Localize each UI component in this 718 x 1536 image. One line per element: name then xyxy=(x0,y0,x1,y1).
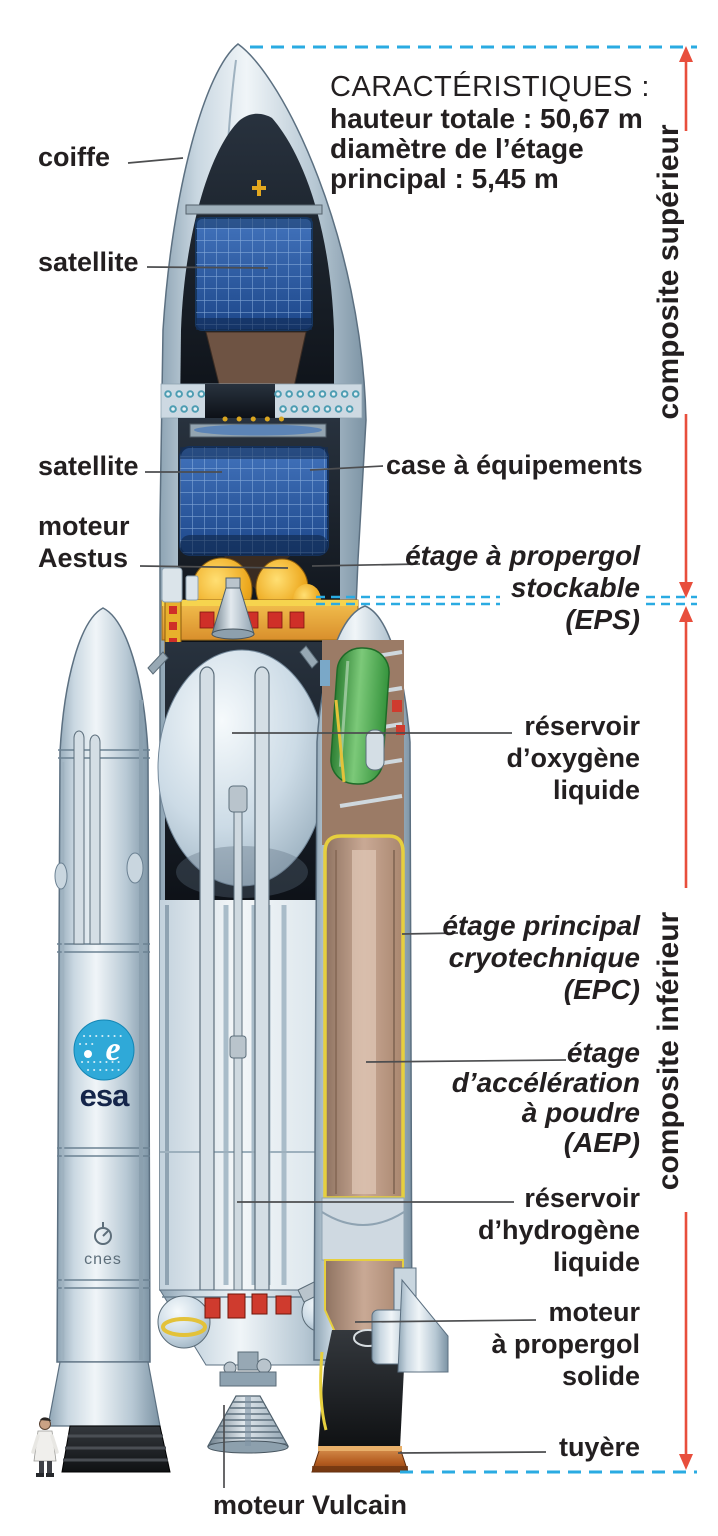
leader-eps xyxy=(311,563,421,567)
leader-lines xyxy=(127,157,567,1488)
satellite-2-illustration xyxy=(179,446,329,556)
label-aep-line-3: à poudre xyxy=(521,1097,640,1128)
label-reservoir-oxygene: réservoir d’oxygène liquide xyxy=(506,710,640,806)
label-moteur-aestus-line-2: Aestus xyxy=(38,543,129,573)
equipment-bay-ring xyxy=(160,383,363,419)
leader-aestus xyxy=(139,565,289,569)
label-eps: étage à propergol stockable (EPS) xyxy=(405,540,640,636)
leader-epc xyxy=(401,932,459,935)
esa-logo: e esa xyxy=(73,1019,135,1113)
leader-solide xyxy=(354,1319,537,1323)
separation-lines xyxy=(250,45,697,1474)
label-eps-line-1: étage à propergol xyxy=(405,540,640,571)
label-solide-line-1: moteur xyxy=(548,1297,640,1327)
label-hydrogene-line-2: d’hydrogène xyxy=(477,1215,640,1245)
fairing-cutaway xyxy=(180,113,334,416)
thrust-frame xyxy=(157,1278,353,1366)
booster-aft-skirt xyxy=(371,1267,449,1373)
characteristics-diameter-1: diamètre de l’étage xyxy=(330,133,584,164)
label-hydrogene-line-3: liquide xyxy=(553,1247,640,1277)
feed-pipes xyxy=(199,666,270,1291)
composite-inferieur-bracket xyxy=(679,606,693,1470)
cnes-logo: cnes xyxy=(84,1222,122,1268)
characteristics-block: CARACTÉRISTIQUES : hauteur totale : 50,6… xyxy=(330,70,650,194)
label-oxygene-line-2: d’oxygène xyxy=(506,743,640,773)
label-aep-line-2: d’accélération xyxy=(451,1067,640,1098)
left-booster-nozzle xyxy=(61,1425,171,1473)
composite-superieur-bracket xyxy=(679,46,693,598)
label-moteur-vulcain: moteur Vulcain xyxy=(212,1490,408,1520)
label-aep: étage d’accélération à poudre (AEP) xyxy=(452,1038,640,1158)
booster-segment-rings xyxy=(57,749,150,1289)
label-moteur-propergol-solide: moteur à propergol solide xyxy=(491,1296,640,1392)
label-oxygene-line-3: liquide xyxy=(553,775,640,805)
characteristics-diameter-2: principal : 5,45 m xyxy=(330,163,559,194)
right-booster-cutaway xyxy=(299,605,449,1473)
vulcain-engine-bell xyxy=(206,1351,290,1454)
left-booster: e esa cnes xyxy=(47,607,171,1473)
label-solide-line-2: à propergol xyxy=(491,1329,640,1359)
core-stage xyxy=(157,43,367,1454)
label-aep-line-4: (AEP) xyxy=(563,1127,640,1158)
label-hydrogene-line-1: réservoir xyxy=(524,1183,640,1213)
label-satellite-top: satellite xyxy=(38,247,139,277)
label-epc: étage principal cryotechnique (EPC) xyxy=(442,910,640,1006)
label-tuyere: tuyère xyxy=(558,1432,640,1462)
leader-coiffe xyxy=(127,157,184,164)
label-oxygene-line-1: réservoir xyxy=(524,711,640,741)
label-epc-line-1: étage principal xyxy=(442,910,640,941)
label-aep-line-1: étage xyxy=(566,1037,640,1068)
label-moteur-aestus-line-1: moteur xyxy=(38,511,130,541)
label-composite-inferieur: composite inférieur xyxy=(652,911,685,1191)
scale-person xyxy=(31,1417,59,1477)
leader-case-equipements xyxy=(309,465,384,471)
separation-line-middle xyxy=(316,595,697,606)
satellite-1-illustration xyxy=(195,217,313,331)
leader-tuyere xyxy=(397,1451,547,1454)
label-eps-line-3: (EPS) xyxy=(565,604,640,635)
label-eps-line-2: stockable xyxy=(510,572,640,603)
esa-logo-symbol: e xyxy=(105,1031,120,1068)
label-satellite-bottom: satellite xyxy=(38,451,139,481)
label-moteur-aestus: moteur Aestus xyxy=(38,510,130,574)
label-solide-line-3: solide xyxy=(561,1361,640,1391)
characteristics-height: hauteur totale : 50,67 m xyxy=(330,103,643,134)
label-coiffe: coiffe xyxy=(38,142,111,172)
characteristics-heading: CARACTÉRISTIQUES : xyxy=(330,71,650,103)
leader-satellite-top xyxy=(146,266,269,269)
cnes-logo-text: cnes xyxy=(84,1251,122,1268)
aestus-engine xyxy=(211,577,255,640)
label-composite-superieur: composite supérieur xyxy=(652,124,685,420)
leader-aep xyxy=(365,1059,567,1063)
label-case-equipements: case à équipements xyxy=(386,450,643,480)
esa-logo-text: esa xyxy=(80,1078,130,1113)
label-reservoir-hydrogene: réservoir d’hydrogène liquide xyxy=(478,1182,640,1278)
label-epc-line-3: (EPC) xyxy=(563,974,640,1005)
solid-propellant xyxy=(321,834,405,1353)
label-epc-line-2: cryotechnique xyxy=(448,942,640,973)
